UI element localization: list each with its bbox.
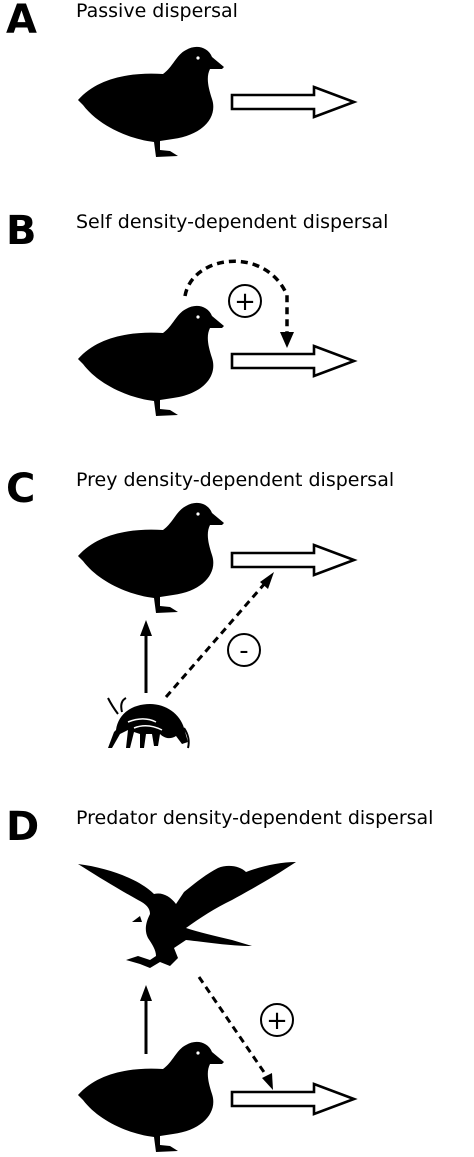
panel-letter: A <box>6 0 37 43</box>
feedback-arrowhead <box>280 332 294 348</box>
predator-effect-arrow <box>197 976 270 1079</box>
panel-c: C Prey density-dependent dispersal - <box>6 466 395 749</box>
panel-title: Predator density-dependent dispersal <box>76 807 434 829</box>
sign-label: - <box>239 636 248 666</box>
panel-title: Passive dispersal <box>76 0 238 22</box>
panel-letter: B <box>6 208 37 254</box>
dispersal-arrow-icon <box>230 1082 356 1116</box>
sign-label: + <box>266 1006 288 1036</box>
panel-c-graphic: - <box>78 502 356 749</box>
prey-effect-arrow <box>164 581 268 698</box>
eagle-silhouette-icon <box>78 862 296 968</box>
panel-letter: D <box>6 804 40 850</box>
sign-label: + <box>234 287 256 317</box>
panel-b: B Self density-dependent dispersal + <box>0 0 474 440</box>
panel-title: Prey density-dependent dispersal <box>76 469 395 491</box>
amphipod-silhouette-icon <box>107 697 190 749</box>
sign-circle <box>228 284 262 318</box>
panel-a: A Passive dispersal <box>0 0 474 200</box>
feedback-arrow <box>183 259 289 340</box>
panel-title: Self density-dependent dispersal <box>76 211 389 233</box>
duck-silhouette-icon <box>78 1041 224 1152</box>
panel-b-graphic: + <box>78 259 356 416</box>
sign-circle <box>260 1003 294 1037</box>
panel-letter: C <box>6 466 36 512</box>
sign-circle <box>227 633 261 667</box>
